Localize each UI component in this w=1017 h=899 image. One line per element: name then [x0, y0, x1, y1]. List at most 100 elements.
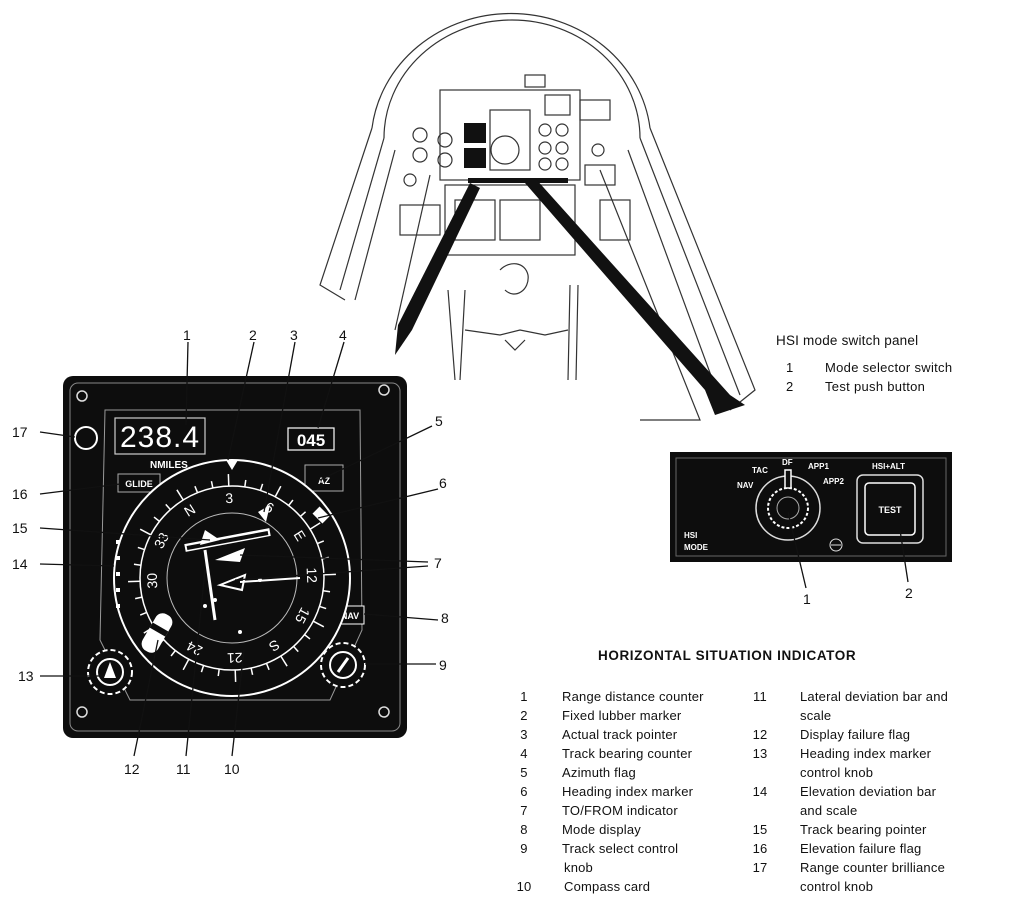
legend-text: Lateral deviation bar and [800, 689, 949, 704]
compass-tick [137, 546, 145, 551]
legend-num: 11 [753, 689, 767, 704]
compass-label: 3 [225, 490, 234, 506]
glide-flag: GLIDE [125, 479, 153, 489]
legend-text: control knob [800, 879, 874, 894]
mode-switch-panel: TAC DF APP1 NAV APP2 HSI+ALT HSI MODE TE… [670, 452, 952, 607]
legend-num: 12 [752, 727, 768, 742]
switch-panel-title: HSI mode switch panel [776, 333, 919, 348]
elevation-scale [116, 540, 120, 608]
legend-text: knob [564, 860, 593, 875]
lubber-marker [226, 460, 238, 470]
compass-label: 12 [304, 567, 321, 583]
legend-num: 7 [520, 803, 528, 818]
compass-tick [280, 655, 288, 667]
test-label: TEST [878, 505, 902, 515]
legend-num: 6 [520, 784, 528, 799]
compass-tick [200, 665, 205, 673]
compass-tick [299, 511, 307, 517]
mode-tac: TAC [752, 466, 768, 475]
legend-num: 10 [516, 879, 532, 894]
mode-app1: APP1 [808, 462, 829, 471]
legend-num: 13 [752, 746, 768, 761]
callout-11: 11 [176, 761, 191, 777]
legend-num: 9 [520, 841, 528, 856]
compass-tick [319, 605, 327, 610]
range-counter: 238.4 [120, 421, 200, 454]
to-from-indicator [215, 548, 245, 562]
heading-index-marker [312, 506, 330, 524]
hsi-alt-label: HSI+ALT [872, 462, 905, 471]
compass-tick [139, 611, 147, 616]
legend-text: Heading index marker [562, 784, 694, 799]
switch-item-num-1: 1 [786, 360, 794, 375]
switch-callout-1: 1 [803, 591, 811, 607]
callout-9: 9 [439, 657, 447, 673]
legend-num: 14 [752, 784, 768, 799]
switch-item-label-1: Mode selector switch [825, 360, 953, 375]
compass-label: 30 [144, 573, 161, 589]
range-counter-box [114, 417, 206, 455]
legend-text: Fixed lubber marker [562, 708, 682, 723]
legend-text: Track bearing counter [562, 746, 693, 761]
switch-item-num-2: 2 [786, 379, 794, 394]
legend-right: 11 Lateral deviation bar and scale 12 Disp… [748, 688, 1008, 898]
compass-tick [309, 522, 321, 530]
compass-tick [139, 528, 152, 536]
callout-6: 6 [439, 475, 447, 491]
heading-knob [87, 649, 133, 695]
callout-7: 7 [434, 555, 442, 571]
legend-text: control knob [800, 765, 874, 780]
legend-num: 17 [752, 860, 768, 875]
legend-num: 2 [520, 708, 528, 723]
hsi-instrument: 238.4 045 NMILES GLIDE AZ NAV N36E1215S2… [12, 327, 449, 777]
compass-tick [323, 590, 331, 593]
callout-15: 15 [12, 520, 28, 536]
compass-tick [153, 516, 160, 522]
callout-17: 17 [12, 424, 28, 440]
test-push-button [864, 482, 916, 536]
compass-tick [304, 634, 311, 640]
legend-left: 1 Range distance counter 2 Fixed lubber ma… [512, 688, 742, 898]
legend-text: Range counter brilliance [800, 860, 945, 875]
compass-tick [210, 481, 214, 489]
legend-text: Heading index marker [800, 746, 932, 761]
brilliance-knob [74, 426, 98, 450]
callout-12: 12 [124, 761, 140, 777]
legend-num: 8 [520, 822, 528, 837]
callout-14: 14 [12, 556, 28, 572]
hsi-mode-label-2: MODE [684, 543, 709, 552]
compass-tick [194, 485, 199, 493]
az-flag: AZ [318, 476, 330, 486]
legend-text: Range distance counter [562, 689, 704, 704]
switch-item-label-2: Test push button [825, 379, 926, 394]
callout-10: 10 [224, 761, 240, 777]
legend-num: 5 [520, 765, 528, 780]
callout-3: 3 [290, 327, 298, 343]
compass-tick [165, 503, 171, 511]
hsi-mode-label-1: HSI [684, 531, 697, 540]
compass-tick [217, 669, 220, 677]
compass-tick [274, 485, 282, 498]
legend-text: and scale [800, 803, 858, 818]
legend-num: 1 [520, 689, 528, 704]
legend-num: 15 [752, 822, 768, 837]
legend-text: Elevation deviation bar [800, 784, 937, 799]
track-select-knob [320, 642, 366, 688]
legend-text: Mode display [562, 822, 641, 837]
callout-8: 8 [441, 610, 449, 626]
compass-tick [176, 489, 184, 501]
track-counter: 045 [297, 431, 325, 450]
compass-tick [259, 483, 264, 491]
hsi-legend-title: HORIZONTAL SITUATION INDICATOR [598, 648, 857, 663]
legend-num: 4 [520, 746, 528, 761]
nmiles-label: NMILES [150, 460, 188, 471]
legend-text: Actual track pointer [562, 727, 678, 742]
callout-1: 1 [183, 327, 191, 343]
legend-text: Display failure flag [800, 727, 911, 742]
compass-label: 15 [292, 605, 314, 626]
hsi-callouts: 1 2 3 4 5 6 7 8 9 17 16 15 14 13 12 11 1… [12, 327, 449, 777]
compass-tick [250, 667, 254, 675]
legend-text: TO/FROM indicator [562, 803, 678, 818]
legend-text: scale [800, 708, 832, 723]
compass-label: 24 [184, 638, 205, 660]
